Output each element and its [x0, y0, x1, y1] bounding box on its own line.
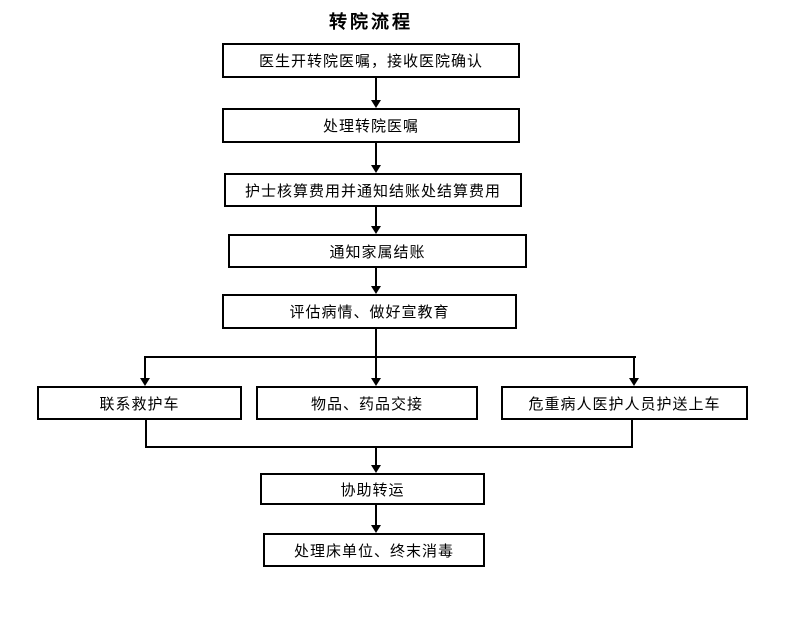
connector-line — [375, 329, 377, 358]
flow-step-contact-ambulance: 联系救护车 — [37, 386, 242, 420]
flow-step-label: 处理转院医嘱 — [322, 118, 419, 135]
connector-line — [375, 358, 377, 378]
merge-line — [145, 446, 633, 448]
flow-step-label: 医生开转院医嘱，接收医院确认 — [258, 53, 483, 70]
flow-step-label: 处理床单位、终末消毒 — [293, 542, 454, 560]
arrow-down-icon — [371, 525, 381, 533]
flow-step-label: 评估病情、做好宣教育 — [289, 304, 450, 321]
connector-line — [375, 268, 377, 286]
arrow-down-icon — [371, 286, 381, 294]
flow-step-label: 物品、药品交接 — [310, 395, 423, 413]
connector-line — [144, 356, 146, 378]
flow-step-label: 危重病人医护人员护送上车 — [528, 395, 721, 413]
arrow-down-icon — [371, 378, 381, 386]
flow-step-label: 联系救护车 — [99, 395, 180, 413]
flow-step-assess-educate: 评估病情、做好宣教育 — [222, 294, 517, 329]
arrow-down-icon — [371, 226, 381, 234]
arrow-down-icon — [371, 100, 381, 108]
flow-step-label: 护士核算费用并通知结账处结算费用 — [244, 182, 501, 200]
flow-step-notify-family-settle: 通知家属结账 — [228, 234, 527, 268]
connector-line — [375, 143, 377, 165]
flow-step-label: 协助转运 — [340, 481, 405, 499]
flow-step-items-medicine-handover: 物品、药品交接 — [256, 386, 478, 420]
connector-line — [375, 448, 377, 465]
connector-line — [631, 420, 633, 447]
connector-line — [375, 78, 377, 100]
flow-step-doctor-transfer-order: 医生开转院医嘱，接收医院确认 — [222, 43, 520, 78]
arrow-down-icon — [371, 465, 381, 473]
flow-step-process-transfer-order: 处理转院医嘱 — [222, 108, 520, 143]
arrow-down-icon — [371, 165, 381, 173]
arrow-down-icon — [140, 378, 150, 386]
flow-step-bed-unit-disinfection: 处理床单位、终末消毒 — [263, 533, 485, 567]
connector-line — [145, 420, 147, 447]
flow-step-nurse-calculate-fees: 护士核算费用并通知结账处结算费用 — [224, 173, 522, 207]
flow-step-assist-transfer: 协助转运 — [260, 473, 485, 505]
flow-step-label: 通知家属结账 — [329, 243, 426, 261]
connector-line — [633, 356, 635, 378]
flow-step-critical-patient-escort: 危重病人医护人员护送上车 — [501, 386, 748, 420]
arrow-down-icon — [629, 378, 639, 386]
branch-line — [144, 356, 636, 358]
connector-line — [375, 207, 377, 226]
connector-line — [375, 505, 377, 525]
flowchart-title: 转院流程 — [329, 12, 413, 32]
